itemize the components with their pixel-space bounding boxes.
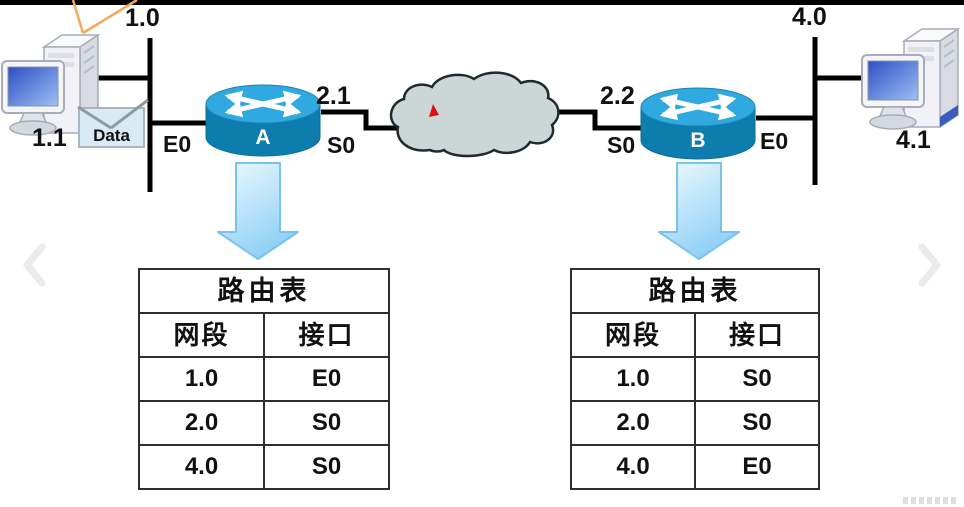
routing-table-a-title: 路由表 <box>140 270 388 314</box>
host-label-1.1: 1.1 <box>32 124 67 152</box>
data-packet-label: Data <box>93 126 130 145</box>
column-header-network: 网段 <box>572 314 696 356</box>
network-cell: 4.0 <box>572 446 696 488</box>
table-row: 1.0 E0 <box>140 358 388 402</box>
next-chevron-icon[interactable] <box>918 243 941 287</box>
network-cell: 1.0 <box>572 358 696 400</box>
routing-table-b: 路由表 网段 接口 1.0 S0 2.0 S0 4.0 E0 <box>570 268 820 490</box>
serial-ip-label-2.2: 2.2 <box>600 82 635 110</box>
red-cursor-icon <box>429 104 439 117</box>
interface-label-s0-left: S0 <box>327 132 356 158</box>
down-arrow-left <box>217 162 299 260</box>
table-row: 1.0 S0 <box>572 358 818 402</box>
table-header-row: 网段 接口 <box>572 314 818 358</box>
table-row: 4.0 E0 <box>572 446 818 488</box>
prev-chevron-icon[interactable] <box>23 243 46 287</box>
network-label-1.0: 1.0 <box>125 4 160 32</box>
ethernet-bus-left <box>98 38 207 192</box>
network-cell: 2.0 <box>572 402 696 444</box>
router-a-label: A <box>255 126 271 149</box>
interface-label-s0-right: S0 <box>607 132 636 158</box>
data-packet-envelope: Data <box>77 98 149 148</box>
interface-cell: S0 <box>742 409 772 436</box>
interface-label-e0-left: E0 <box>163 131 192 157</box>
column-header-interface: 接口 <box>728 320 785 350</box>
network-cell: 1.0 <box>140 358 265 400</box>
column-header-interface: 接口 <box>298 320 355 350</box>
envelope-flap-icon <box>77 98 149 130</box>
interface-cell: S0 <box>311 453 342 480</box>
interface-label-e0-right: E0 <box>760 128 789 154</box>
table-row: 2.0 S0 <box>140 402 388 446</box>
network-label-4.0: 4.0 <box>792 3 827 31</box>
table-header-row: 网段 接口 <box>140 314 388 358</box>
interface-cell: S0 <box>311 409 342 436</box>
top-border <box>0 0 964 5</box>
router-b-label: B <box>690 129 706 152</box>
serial-link-right <box>547 109 641 131</box>
interface-cell: S0 <box>742 365 772 392</box>
ethernet-bus-right <box>756 37 864 185</box>
interface-cell: E0 <box>742 453 772 480</box>
table-row: 4.0 S0 <box>140 446 388 488</box>
routing-table-a: 路由表 网段 接口 1.0 E0 2.0 S0 4.0 S0 <box>138 268 390 490</box>
routing-table-b-title: 路由表 <box>572 270 818 314</box>
serial-ip-label-2.1: 2.1 <box>316 82 351 110</box>
pointer-annotation-lines <box>71 0 138 35</box>
wan-cloud-icon <box>389 71 560 158</box>
watermark-marks <box>903 497 959 504</box>
down-arrow-right <box>658 162 740 260</box>
host-icon-right <box>861 28 959 130</box>
network-cell: 2.0 <box>140 402 265 444</box>
host-label-4.1: 4.1 <box>896 126 931 154</box>
interface-cell: E0 <box>311 365 342 392</box>
network-cell: 4.0 <box>140 446 265 488</box>
table-row: 2.0 S0 <box>572 402 818 446</box>
column-header-network: 网段 <box>140 314 265 356</box>
serial-link-left <box>321 109 398 131</box>
